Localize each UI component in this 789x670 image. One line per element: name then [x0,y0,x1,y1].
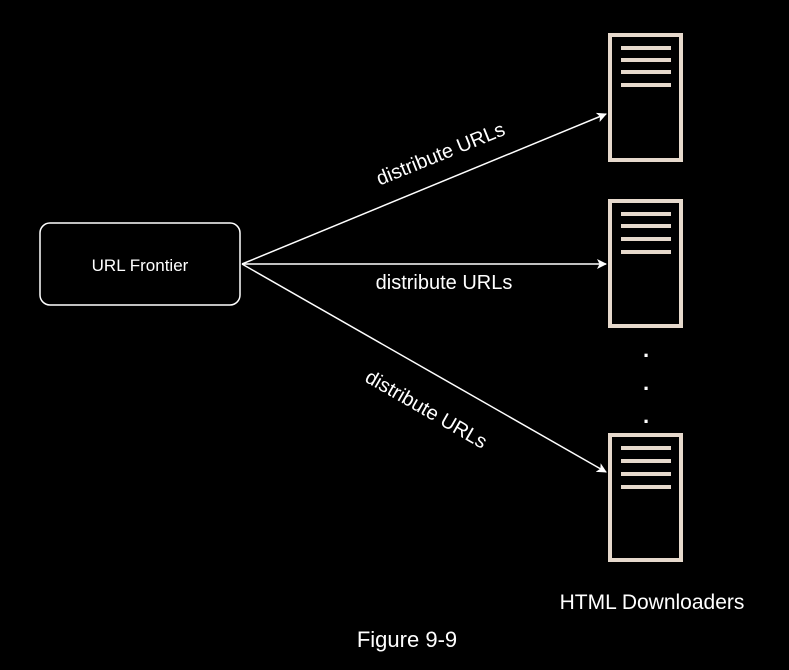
server-icon [608,433,683,562]
edge-label-1: distribute URLs [373,119,508,191]
url-frontier-node: URL Frontier [39,222,241,306]
server-icon [608,199,683,328]
arrow-to-downloader-3 [241,263,607,473]
edge-label-2: distribute URLs [376,272,513,294]
svg-text:.: . [643,370,649,395]
svg-text:.: . [643,337,649,362]
figure-caption: Figure 9-9 [357,627,457,652]
edge-label-3: distribute URLs [361,366,490,453]
server-icon [608,33,683,162]
vertical-ellipsis: . . . [643,337,649,428]
url-frontier-label: URL Frontier [92,256,189,275]
arrow-to-downloader-1 [241,112,607,265]
svg-text:.: . [643,403,649,428]
downloaders-caption: HTML Downloaders [560,591,745,614]
